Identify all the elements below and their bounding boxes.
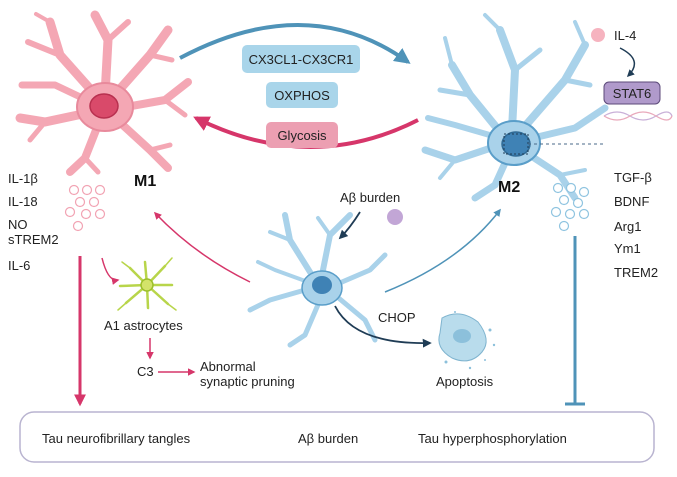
svg-text:Glycosis: Glycosis	[277, 128, 327, 143]
arrow-m1-to-m2	[179, 23, 411, 64]
bottom-item-tau-tangles: Tau neurofibrillary tangles	[42, 431, 191, 446]
il4-dot	[591, 28, 605, 42]
box-glycosis: Glycosis	[266, 122, 338, 148]
m1-factor: IL-1β	[8, 171, 38, 186]
m1-factor: sTREM2	[8, 232, 59, 247]
arrow-center-to-m1	[153, 211, 251, 283]
svg-text:STAT6: STAT6	[613, 86, 652, 101]
m2-factor: TREM2	[614, 265, 658, 280]
abeta-dot	[387, 209, 403, 225]
arrow-to-apoptosis	[334, 305, 432, 348]
m1-factor: IL-18	[8, 194, 38, 209]
svg-text:OXPHOS: OXPHOS	[274, 88, 330, 103]
bottom-outcome-box	[19, 411, 655, 463]
m2-factor: TGF-β	[614, 170, 652, 185]
m2-factor: Ym1	[614, 241, 641, 256]
bottom-item-tau-hyper: Tau hyperphosphorylation	[418, 431, 567, 446]
a1-astrocyte-cell	[117, 257, 177, 311]
m1-vesicles	[64, 184, 106, 232]
il4-label: IL-4	[614, 28, 636, 43]
arrow-il4-to-stat6	[619, 47, 636, 78]
m1-microglia-cell	[15, 10, 192, 176]
c3-label: C3	[137, 364, 154, 379]
bottom-item-abeta: Aβ burden	[298, 431, 358, 446]
apoptotic-cell	[438, 311, 496, 370]
arrow-abeta-to-cell	[338, 211, 361, 240]
m1-label: M1	[134, 173, 156, 190]
m2-factor: BDNF	[614, 194, 649, 209]
box-oxphos: OXPHOS	[266, 82, 338, 108]
chop-label: CHOP	[378, 310, 416, 325]
inhibit-m2-to-tau	[565, 236, 585, 406]
arrow-m1-to-astrocyte	[101, 257, 120, 285]
arrow-center-to-m2	[384, 208, 501, 293]
dna-strand	[603, 111, 673, 121]
center-microglia-cell	[247, 212, 388, 348]
m2-microglia-cell	[421, 13, 609, 202]
m1-factor: NO	[8, 217, 28, 232]
a1-astrocytes-label: A1 astrocytes	[104, 318, 183, 333]
box-cx3cl1: CX3CL1-CX3CR1	[242, 45, 360, 73]
svg-text:CX3CL1-CX3CR1: CX3CL1-CX3CR1	[249, 52, 354, 67]
m2-factor: Arg1	[614, 219, 641, 234]
apoptosis-label: Apoptosis	[436, 374, 494, 389]
abeta-burden-label: Aβ burden	[340, 190, 400, 205]
m2-vesicles	[550, 182, 590, 232]
pruning-label-line1: Abnormal	[200, 359, 256, 374]
m2-label: M2	[498, 179, 520, 196]
stat6-box: STAT6	[603, 81, 661, 105]
m1-factor: IL-6	[8, 258, 30, 273]
pruning-label-line2: synaptic pruning	[200, 374, 295, 389]
